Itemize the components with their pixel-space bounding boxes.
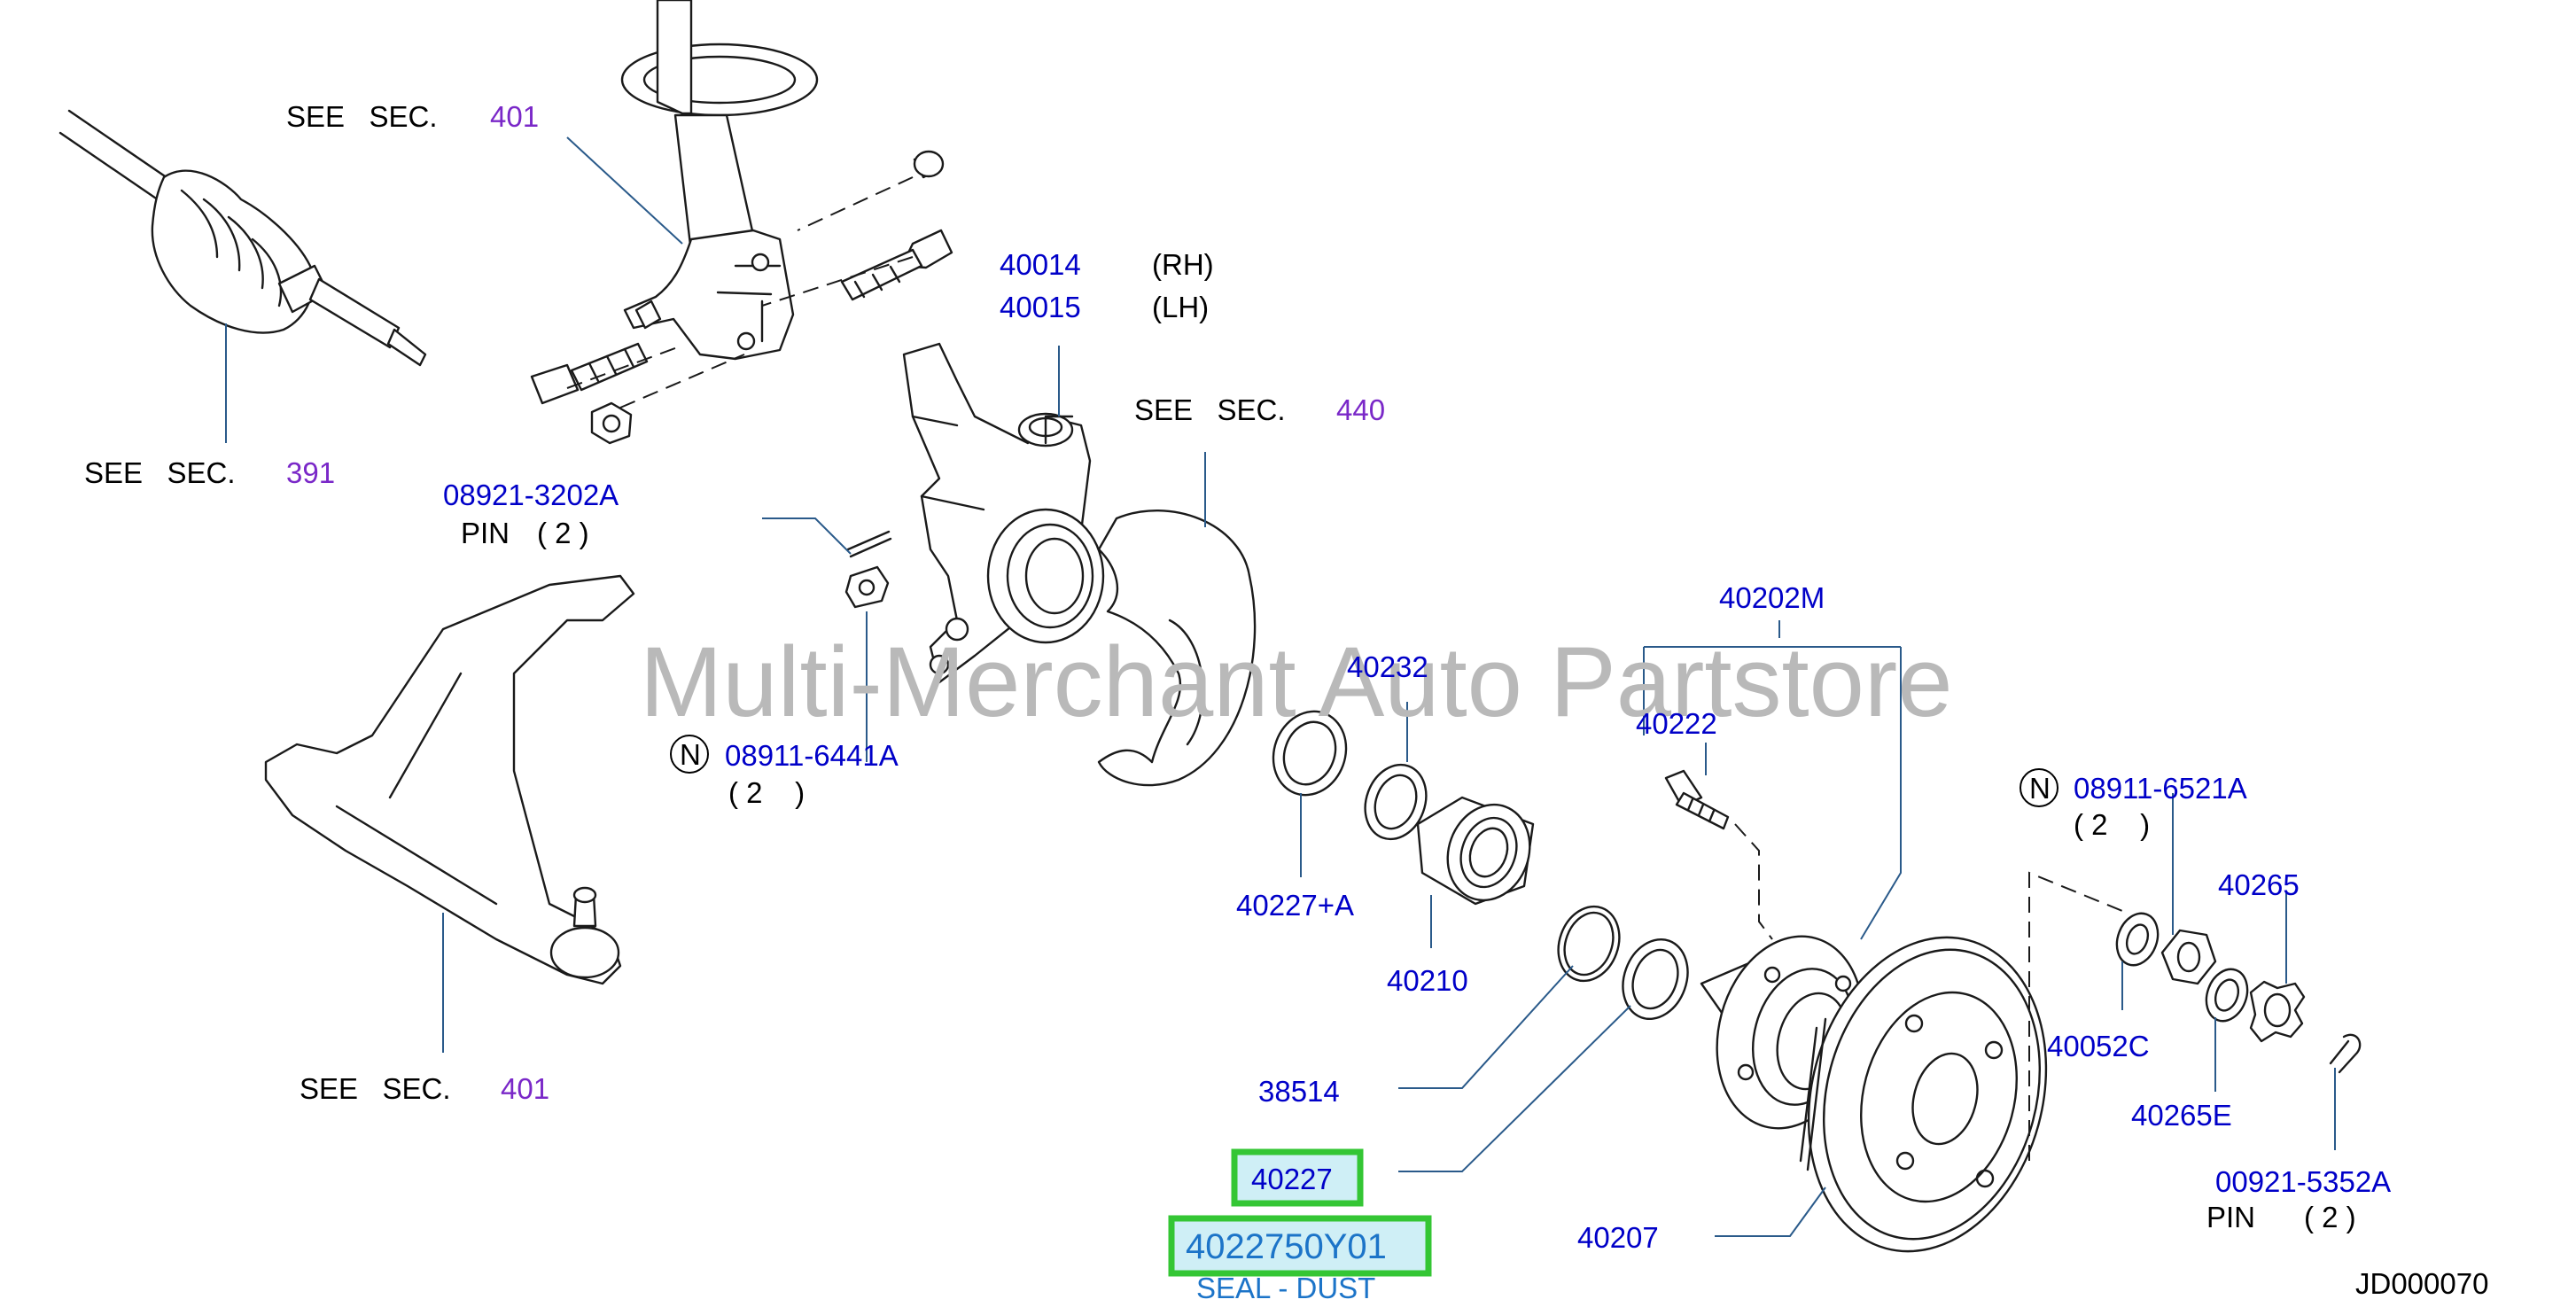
n-mark-badge-2: N <box>2020 768 2058 807</box>
leader-lines <box>225 136 2336 1237</box>
part-08911-6521A-link[interactable]: 08911-6521A <box>2074 772 2247 805</box>
part-40222-link[interactable]: 40222 <box>1636 707 1717 740</box>
ref-axle-link[interactable]: 391 <box>286 456 335 489</box>
knuckle-drawing <box>902 342 1105 684</box>
pin-drawing <box>844 530 892 609</box>
n-mark-badge: N <box>670 735 709 774</box>
part-40014-side: (RH) <box>1152 248 1214 281</box>
part-40265E-link[interactable]: 40265E <box>2131 1099 2232 1132</box>
seal-40227A-drawing <box>1272 710 1348 797</box>
part-40210-link[interactable]: 40210 <box>1387 964 1468 997</box>
snap-ring-drawing <box>1557 905 1621 983</box>
part-08911-6441A-link[interactable]: 08911-6441A <box>725 739 899 772</box>
part-40052C-link[interactable]: 40052C <box>2047 1030 2150 1062</box>
hub-nut-qty: ( 2 ) <box>2074 808 2150 841</box>
part-40015-link[interactable]: 40015 <box>1000 291 1081 323</box>
hub-nut-set-drawing <box>2028 871 2362 1161</box>
seal-dust-description: SEAL - DUST <box>1196 1272 1375 1304</box>
see-sec-lower-arm: SEE SEC. <box>300 1072 451 1105</box>
n-mark-text: N <box>680 738 701 771</box>
ref-brake-link[interactable]: 440 <box>1336 393 1385 426</box>
part-38514-link[interactable]: 38514 <box>1258 1075 1340 1108</box>
strut-bolts-drawing <box>530 150 953 445</box>
n-mark-text-2: N <box>2029 772 2051 805</box>
part-40232-link[interactable]: 40232 <box>1347 650 1428 683</box>
highlight-box-oem <box>1168 1215 1432 1277</box>
part-40227A-link[interactable]: 40227+A <box>1236 889 1354 922</box>
part-00921-5352A-link[interactable]: 00921-5352A <box>2215 1165 2391 1198</box>
part-40227-link[interactable]: 40227 <box>1251 1163 1333 1195</box>
pin-label: PIN <box>461 517 510 549</box>
strut-drawing <box>620 0 819 361</box>
drive-shaft-drawing <box>58 109 427 367</box>
ref-lower-arm-link[interactable]: 401 <box>501 1072 549 1105</box>
oem-part-number[interactable]: 4022750Y01 <box>1186 1227 1387 1266</box>
see-sec-strut: SEE SEC. <box>286 100 438 133</box>
diagram-code: JD000070 <box>2355 1267 2488 1300</box>
rotor-drawing <box>1799 936 2048 1253</box>
bearing-drawing <box>1416 796 1535 906</box>
see-sec-brake: SEE SEC. <box>1134 393 1286 426</box>
lower-arm-drawing <box>264 574 635 985</box>
part-08921-3202A-link[interactable]: 08921-3202A <box>443 479 619 511</box>
part-40015-side: (LH) <box>1152 291 1209 323</box>
highlight-box-40227 <box>1231 1148 1364 1207</box>
ref-strut-link[interactable]: 401 <box>490 100 539 133</box>
watermark-text: Multi-Merchant Auto Partstore <box>640 626 1952 737</box>
cotter-pin-label: PIN <box>2206 1201 2255 1233</box>
part-40265-link[interactable]: 40265 <box>2218 868 2300 901</box>
cotter-pin-qty: ( 2 ) <box>2304 1201 2356 1233</box>
dust-shield-drawing <box>1097 510 1257 787</box>
seal-dust-drawing <box>1622 938 1689 1021</box>
part-40207-link[interactable]: 40207 <box>1577 1221 1659 1254</box>
see-sec-axle: SEE SEC. <box>84 456 236 489</box>
part-40202M-link[interactable]: 40202M <box>1719 581 1825 614</box>
pin-qty: ( 2 ) <box>537 517 589 549</box>
seal-40232-drawing <box>1364 763 1428 841</box>
nut-knuckle-qty: ( 2 ) <box>728 776 805 809</box>
part-40014-link[interactable]: 40014 <box>1000 248 1081 281</box>
